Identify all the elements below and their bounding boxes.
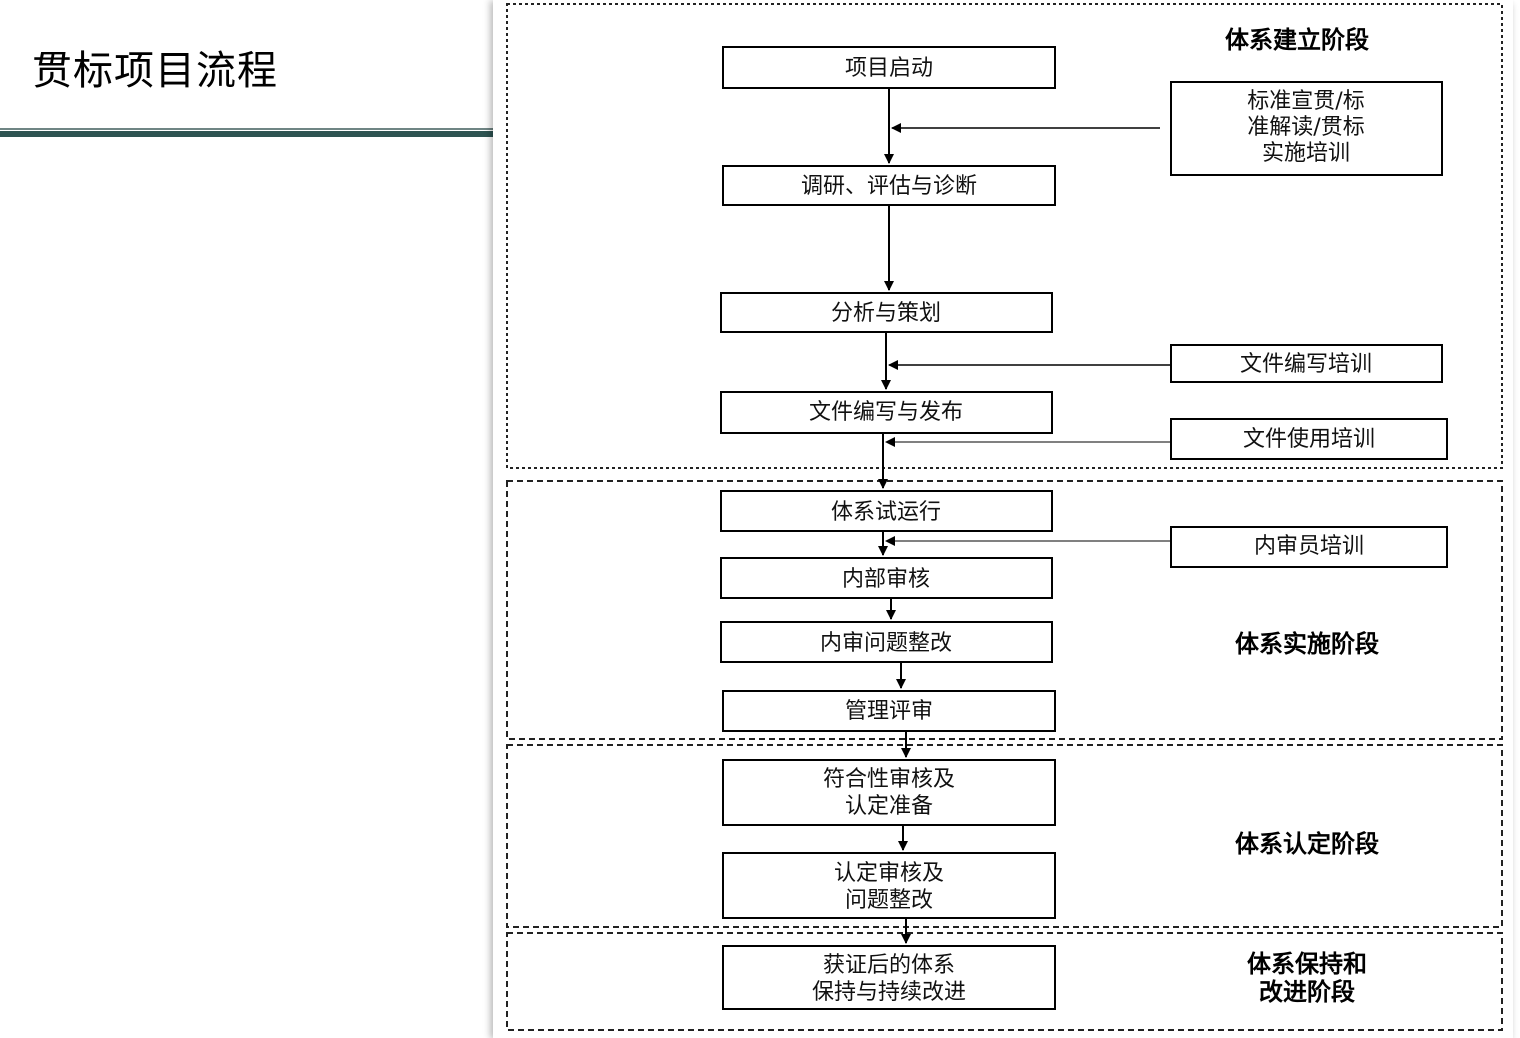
step-text-research: 调研、评估与诊断 [801,174,977,199]
step-box-review [722,690,1056,732]
step-text-review: 管理评审 [845,699,933,724]
step-text-post-cert-2: 保持与持续改进 [812,980,966,1005]
step-box-trial [720,490,1053,532]
step-box-research [722,165,1056,206]
step-text-cert-audit-1: 认定审核及 [834,861,944,886]
stage-region-implement [506,480,1503,740]
step-box-rectify [720,621,1053,663]
training-text-standards-3: 实施培训 [1262,141,1350,166]
page-title: 贯标项目流程 [32,48,278,94]
stage-region-establish [506,3,1503,469]
stage-label-maintain-1: 体系保持和 [1247,950,1367,978]
step-text-trial: 体系试运行 [831,500,941,525]
step-text-rectify: 内审问题整改 [820,631,952,656]
stage-label-establish: 体系建立阶段 [1225,26,1369,54]
stage-label-implement: 体系实施阶段 [1235,630,1379,658]
training-text-doc-usage: 文件使用培训 [1243,427,1375,452]
step-box-post-cert [722,945,1056,1010]
training-text-auditor: 内审员培训 [1254,534,1364,559]
step-box-plan [720,292,1053,333]
step-text-internal-audit: 内部审核 [842,567,930,592]
step-box-internal-audit [720,557,1053,599]
step-text-start: 项目启动 [845,56,933,81]
step-text-post-cert-1: 获证后的体系 [823,953,955,978]
training-box-auditor [1170,526,1448,568]
step-box-cert-audit [722,852,1056,919]
stage-label-certify: 体系认定阶段 [1235,830,1379,858]
title-divider [0,128,496,137]
training-box-doc-usage [1170,418,1448,460]
step-text-plan: 分析与策划 [831,301,941,326]
step-text-conformity-1: 符合性审核及 [823,767,955,792]
training-text-doc-writing: 文件编写培训 [1240,352,1372,377]
stage-region-certify [506,744,1503,928]
training-text-standards-1: 标准宣贯/标 [1247,89,1364,114]
flowchart-panel: 体系建立阶段 体系实施阶段 体系认定阶段 体系保持和 改进阶段 项目启动 调研、… [493,0,1513,1038]
step-box-conformity [722,759,1056,826]
step-box-docs [720,391,1053,434]
step-text-docs: 文件编写与发布 [809,400,963,425]
flowchart: 体系建立阶段 体系实施阶段 体系认定阶段 体系保持和 改进阶段 项目启动 调研、… [506,3,1503,1031]
step-box-start [722,46,1056,89]
step-text-conformity-2: 认定准备 [845,794,933,819]
training-box-standards [1170,81,1443,176]
stage-label-maintain-2: 改进阶段 [1259,978,1355,1006]
training-box-doc-writing [1170,344,1443,383]
training-text-standards-2: 准解读/贯标 [1247,115,1364,140]
stage-region-maintain [506,932,1503,1031]
step-text-cert-audit-2: 问题整改 [845,888,933,913]
